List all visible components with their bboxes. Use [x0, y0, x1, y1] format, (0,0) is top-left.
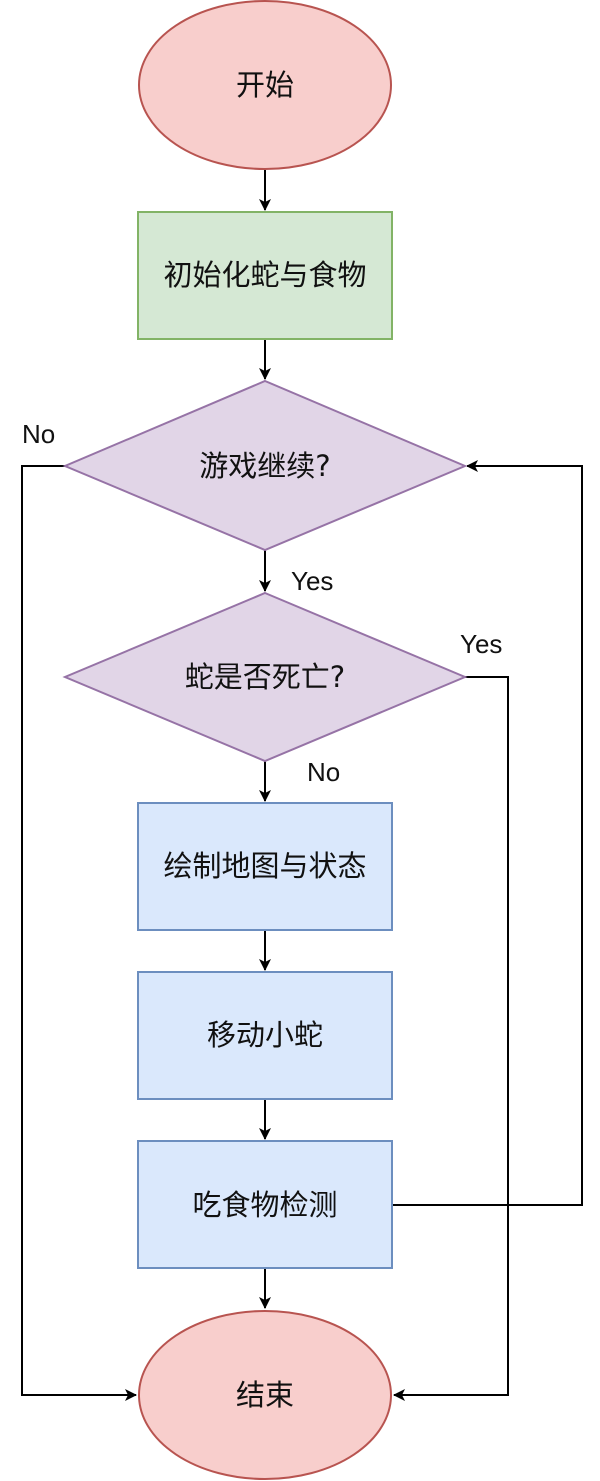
edges — [21, 170, 583, 1401]
dead-no-label: No — [307, 757, 340, 787]
dead-decision: 蛇是否死亡? — [62, 591, 468, 763]
continue-no-label: No — [22, 419, 55, 449]
move-label: 移动小蛇 — [207, 1018, 323, 1052]
start-node: 开始 — [138, 0, 392, 170]
edge-eat-loop-to-continue — [392, 460, 583, 1206]
continue-yes-label: Yes — [291, 566, 333, 596]
continue-decision: 游戏继续? — [62, 379, 468, 552]
continue-label: 游戏继续? — [199, 449, 330, 483]
init-node: 初始化蛇与食物 — [137, 211, 393, 340]
dead-yes-label: Yes — [460, 629, 502, 659]
edge-labels: No Yes Yes No — [22, 419, 502, 787]
end-node: 结束 — [138, 1310, 392, 1480]
start-label: 开始 — [236, 68, 294, 102]
draw-node: 绘制地图与状态 — [137, 802, 393, 931]
eat-label: 吃食物检测 — [192, 1188, 337, 1222]
draw-label: 绘制地图与状态 — [163, 849, 366, 883]
eat-node: 吃食物检测 — [137, 1140, 393, 1269]
init-label: 初始化蛇与食物 — [163, 258, 366, 292]
edge-continue-no-to-end — [21, 465, 137, 1401]
end-label: 结束 — [236, 1378, 294, 1412]
move-node: 移动小蛇 — [137, 971, 393, 1100]
nodes: 开始 初始化蛇与食物 游戏继续? 蛇是否死亡? 绘制地图与状态 移动小蛇 — [62, 0, 468, 1480]
edge-dead-yes-to-end — [393, 676, 509, 1401]
dead-label: 蛇是否死亡? — [185, 660, 345, 694]
